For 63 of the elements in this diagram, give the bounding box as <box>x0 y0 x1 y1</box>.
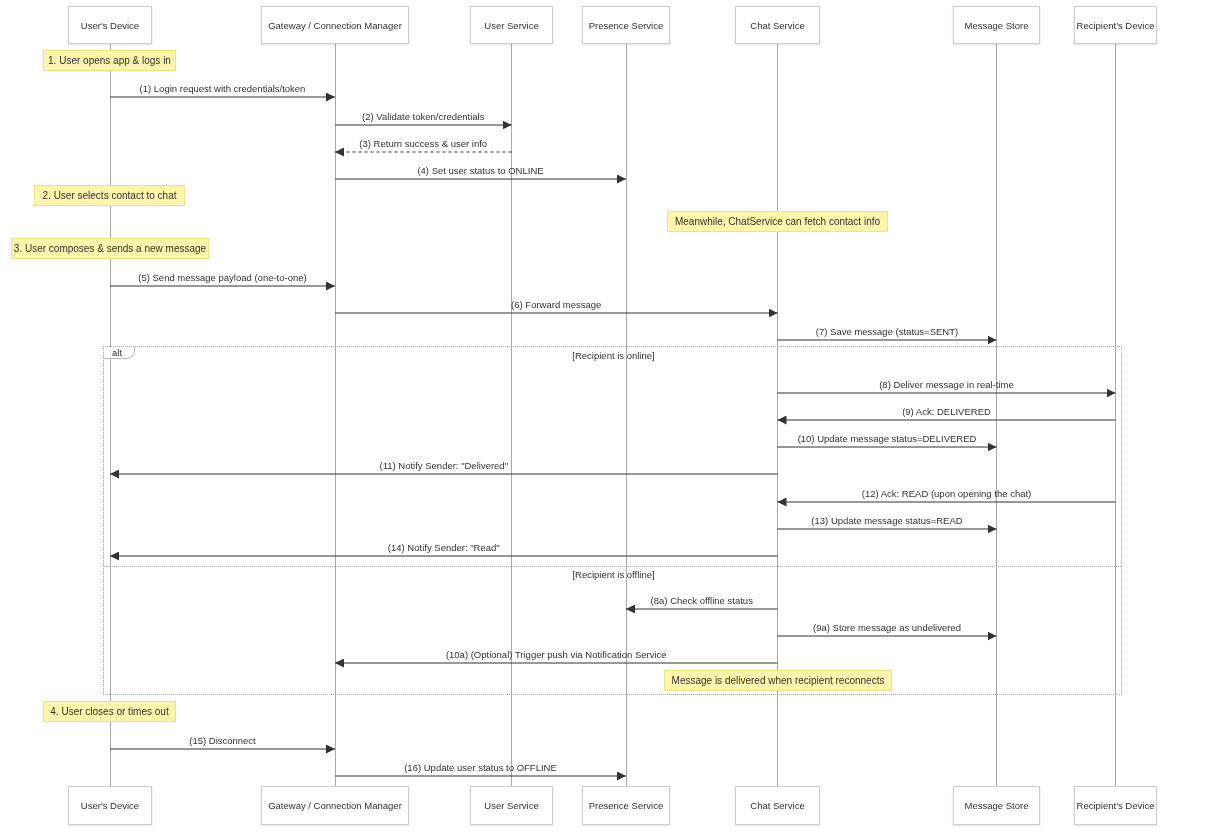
participant-box: Gateway / Connection Manager <box>261 6 409 44</box>
participant-box: Recipient's Device <box>1074 786 1157 825</box>
message-label: (3) Return success & user info <box>359 138 488 149</box>
message-label: (14) Notify Sender: "Read" <box>387 542 500 553</box>
message-arrow <box>625 604 778 614</box>
message-label: (7) Save message (status=SENT) <box>815 326 959 337</box>
message-arrow <box>334 771 627 781</box>
message-arrow <box>109 469 778 479</box>
guard-condition: [Recipient is online] <box>572 350 655 361</box>
message-arrow <box>334 120 512 130</box>
participant-box: Chat Service <box>735 786 820 825</box>
message-label: (1) Login request with credentials/token <box>139 83 306 94</box>
message-label: (15) Disconnect <box>189 735 256 746</box>
message-label: (2) Validate token/credentials <box>362 111 485 122</box>
message-arrow <box>777 524 997 534</box>
frame-label: alt <box>104 347 136 359</box>
participant-box: Message Store <box>953 6 1040 44</box>
participant-box: User's Device <box>68 786 152 825</box>
message-label: (9a) Store message as undelivered <box>813 622 961 633</box>
message-label: (11) Notify Sender: "Delivered" <box>379 460 508 471</box>
message-arrow <box>334 658 778 668</box>
message-label: (8a) Check offline status <box>650 595 753 606</box>
note-box: 2. User selects contact to chat <box>34 185 185 206</box>
note-box: 4. User closes or times out <box>43 701 176 722</box>
lifeline <box>1112 44 1119 786</box>
message-arrow <box>777 388 1116 398</box>
note-box: Message is delivered when recipient reconnects <box>664 670 892 691</box>
participant-box: Recipient's Device <box>1074 6 1157 44</box>
note-box: 3. User composes & sends a new message <box>11 238 209 259</box>
message-label: (13) Update message status=READ <box>811 515 963 526</box>
participant-box: User Service <box>470 786 553 825</box>
guard-condition: [Recipient is offline] <box>572 569 655 580</box>
note-box: Meanwhile, ChatService can fetch contact info <box>667 211 888 232</box>
message-label: (9) Ack: DELIVERED <box>902 406 991 417</box>
message-arrow <box>777 442 997 452</box>
message-label: (10a) (Optional) Trigger push via Notification Service <box>445 649 667 660</box>
participant-box: Gateway / Connection Manager <box>261 786 409 825</box>
message-arrow <box>334 174 627 184</box>
participant-box: Chat Service <box>735 6 820 44</box>
participant-box: Presence Service <box>582 6 670 44</box>
message-label: (16) Update user status to OFFLINE <box>404 762 557 773</box>
note-box: 1. User opens app & logs in <box>43 50 176 71</box>
alt-frame <box>103 346 1122 695</box>
message-arrow <box>334 147 512 157</box>
message-label: (10) Update message status=DELIVERED <box>797 433 977 444</box>
participant-box: User Service <box>470 6 553 44</box>
message-label: (8) Deliver message in real-time <box>879 379 1014 390</box>
message-label: (5) Send message payload (one-to-one) <box>138 272 307 283</box>
message-arrow <box>777 415 1116 425</box>
message-label: (4) Set user status to ONLINE <box>417 165 544 176</box>
message-arrow <box>109 281 336 291</box>
participant-box: User's Device <box>68 6 152 44</box>
message-arrow <box>109 551 778 561</box>
message-arrow <box>109 744 336 754</box>
message-arrow <box>777 497 1116 507</box>
message-arrow <box>334 308 778 318</box>
message-arrow <box>109 92 336 102</box>
message-label: (6) Forward message <box>511 299 602 310</box>
participant-box: Message Store <box>953 786 1040 825</box>
message-label: (12) Ack: READ (upon opening the chat) <box>861 488 1032 499</box>
participant-box: Presence Service <box>582 786 670 825</box>
message-arrow <box>777 631 997 641</box>
message-arrow <box>777 335 997 345</box>
